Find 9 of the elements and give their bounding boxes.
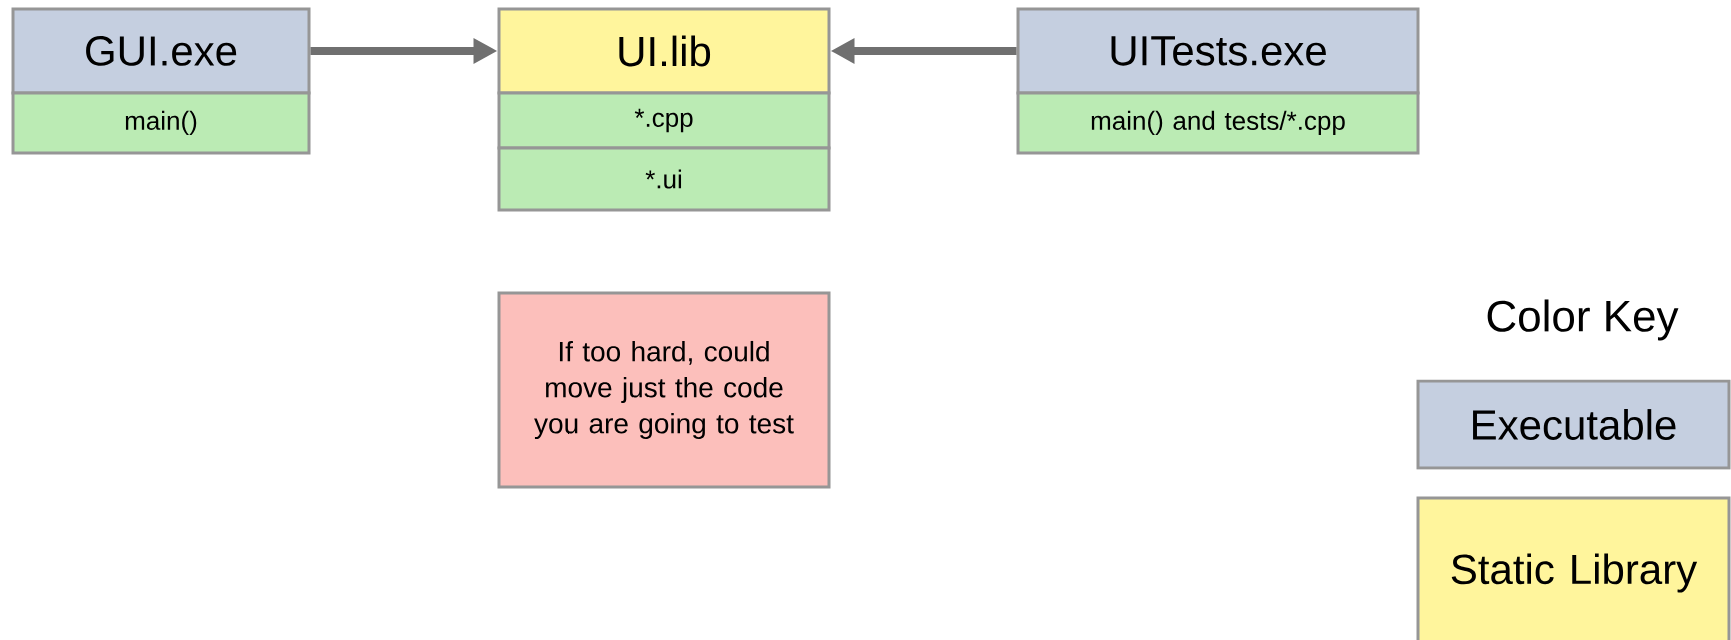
executable-box: GUI.exe: [11, 7, 311, 95]
source-box: *.ui: [497, 146, 831, 212]
note-box: If too hard, could move just the code you are going to test: [497, 291, 831, 489]
source-box: main(): [11, 91, 311, 155]
source-box: main() and tests/*.cpp: [1016, 91, 1420, 155]
legend-heading: Color Key: [1487, 299, 1679, 341]
library-box: UI.lib: [497, 7, 831, 95]
executable-box: UITests.exe: [1016, 7, 1420, 95]
source-box: *.cpp: [497, 91, 831, 150]
